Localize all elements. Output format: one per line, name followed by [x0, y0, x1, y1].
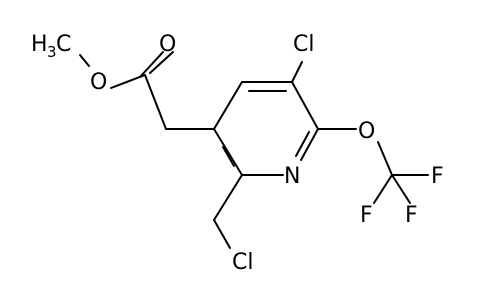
atom-label-carbonyl-o: O: [159, 32, 176, 57]
bond-layer: [79, 51, 429, 249]
bond-ether-o-cf3: [377, 141, 393, 176]
bond-ring-c2-c3: [213, 128, 243, 176]
atom-label-ring-n: N: [284, 164, 300, 189]
atom-label-ether-o: O: [358, 119, 375, 144]
atom-label-methyl-subscript: 3: [47, 43, 57, 61]
label-layer: H 3 C O O Cl O F F F N Cl: [31, 32, 444, 275]
atom-label-methyl-c: C: [56, 32, 71, 57]
bond-ring-cl: [291, 61, 303, 83]
bond-carbonyl-ch2: [144, 74, 167, 130]
atom-label-chain-cl: Cl: [232, 250, 253, 275]
bond-ring-c6-n: [300, 128, 319, 161]
bond-carbonyl-double-a: [139, 51, 164, 78]
atom-label-fluorine-2: F: [360, 203, 373, 228]
bond-carbonyl-double-b: [149, 51, 174, 74]
bond-cf3-f3: [391, 174, 411, 204]
atom-label-methyl-h: H: [31, 32, 48, 57]
bond-ch2-cl: [213, 219, 231, 249]
bond-methyl-ester-o: [79, 54, 90, 67]
bond-ring-c2-c3-inner: [222, 146, 235, 167]
atom-label-fluorine-1: F: [431, 164, 444, 189]
atom-label-ring-cl: Cl: [293, 32, 314, 57]
bond-cf3-f2: [373, 174, 393, 204]
bond-ring-c6-n-inner: [295, 131, 310, 157]
bond-ring-ch2cl: [213, 174, 243, 221]
bond-ring-c3-c4: [213, 81, 243, 130]
atom-label-ester-o: O: [90, 70, 107, 95]
bond-ring-c5-c6: [291, 81, 319, 130]
atom-label-fluorine-3: F: [405, 203, 418, 228]
